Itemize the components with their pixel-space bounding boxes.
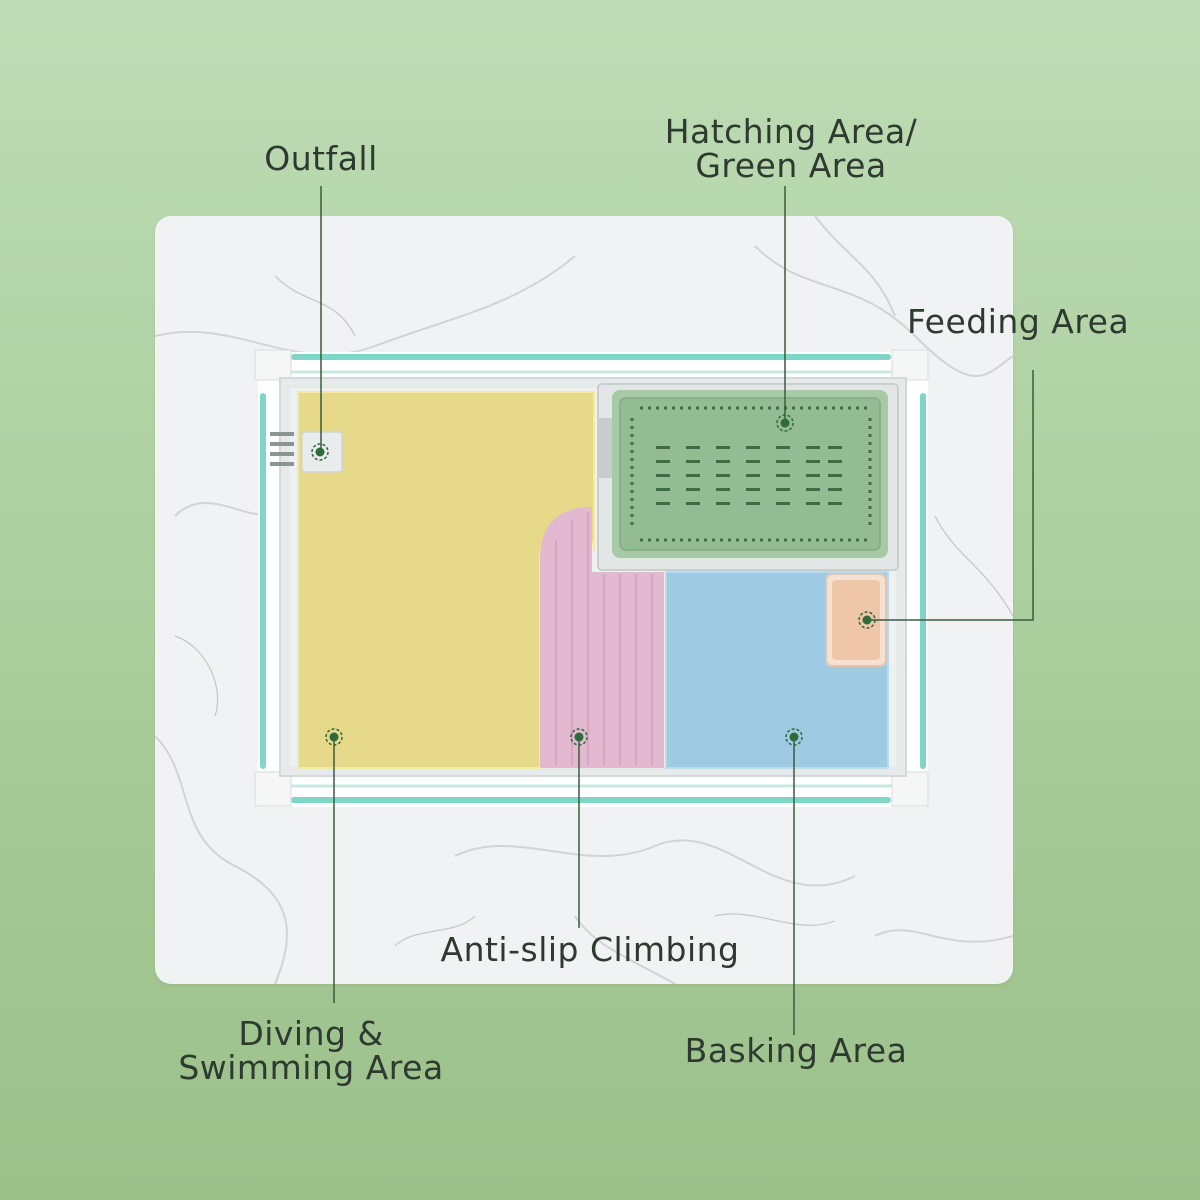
label-diving-line-1: Diving & bbox=[238, 1014, 384, 1053]
climbing-ramp bbox=[540, 507, 664, 768]
label-outfall-line: Outfall bbox=[264, 139, 378, 178]
climbing-dot bbox=[570, 728, 588, 746]
swimming-dot bbox=[325, 728, 343, 746]
callout-lines bbox=[320, 186, 1034, 1035]
label-hatching-line-2: Green Area bbox=[695, 146, 887, 185]
label-hatching-line-1: Hatching Area/ bbox=[664, 112, 918, 151]
label-feeding-line: Feeding Area bbox=[907, 302, 1130, 341]
outfall-dot bbox=[311, 443, 329, 461]
label-basking-area: Basking Area bbox=[685, 1034, 908, 1068]
label-diving-line-2: Swimming Area bbox=[178, 1048, 444, 1087]
label-diving-swimming-area: Diving & Swimming Area bbox=[178, 1017, 443, 1085]
label-feeding-area: Feeding Area bbox=[907, 305, 1129, 339]
label-anti-slip-climbing: Anti-slip Climbing bbox=[441, 933, 740, 967]
label-outfall: Outfall bbox=[264, 142, 378, 176]
feeding-dot bbox=[858, 611, 876, 629]
label-basking-line: Basking Area bbox=[684, 1031, 908, 1070]
label-antislip-line: Anti-slip Climbing bbox=[440, 930, 740, 969]
label-hatching-area: Hatching Area/ Green Area bbox=[665, 115, 918, 183]
hatching-box bbox=[597, 383, 899, 571]
basking-dot bbox=[785, 728, 803, 746]
callout-dots bbox=[311, 414, 876, 746]
divider-vent bbox=[598, 418, 612, 478]
corner-brackets bbox=[254, 349, 929, 807]
hatching-dot bbox=[776, 414, 794, 432]
tank-frame bbox=[260, 354, 926, 803]
feeding-area bbox=[832, 580, 880, 660]
marble-veins bbox=[155, 216, 1013, 984]
